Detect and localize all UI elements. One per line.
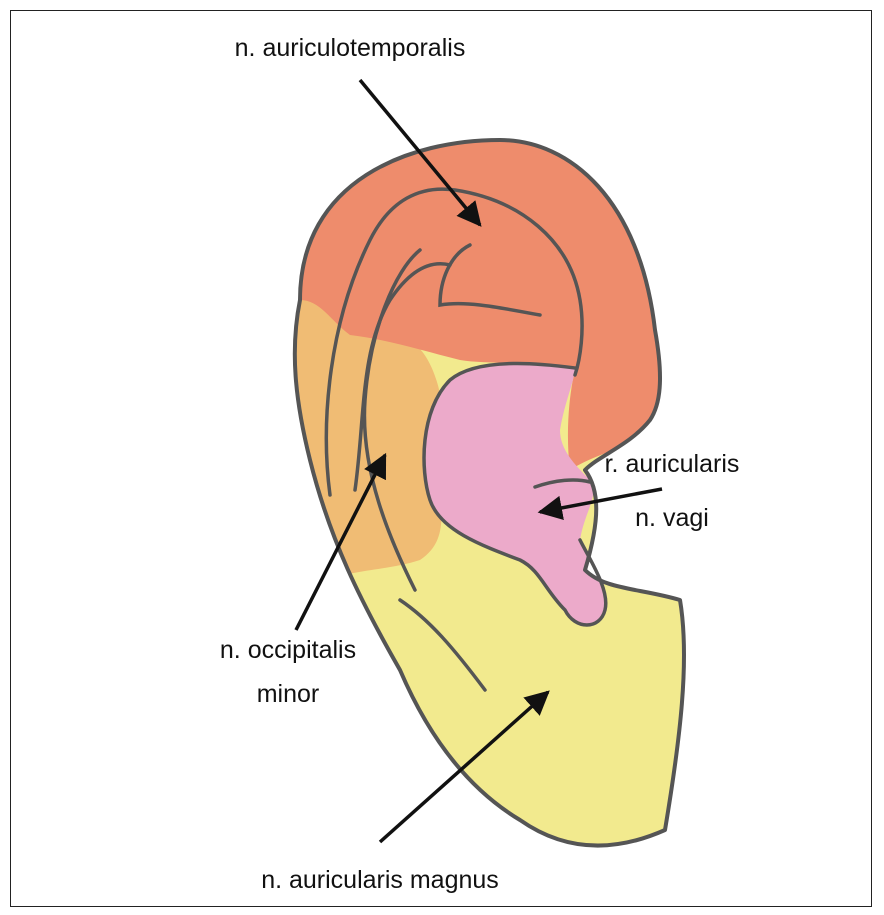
label-auricularis-line2: n. vagi <box>635 504 709 532</box>
label-auricularis-line1: r. auricularis <box>605 450 740 478</box>
label-occipitalis-line1: n. occipitalis <box>220 636 356 664</box>
label-occipitalis-line2: minor <box>257 680 320 708</box>
label-auricularis-magnus: n. auricularis magnus <box>261 866 499 894</box>
label-auriculotemporalis: n. auriculotemporalis <box>235 34 466 62</box>
